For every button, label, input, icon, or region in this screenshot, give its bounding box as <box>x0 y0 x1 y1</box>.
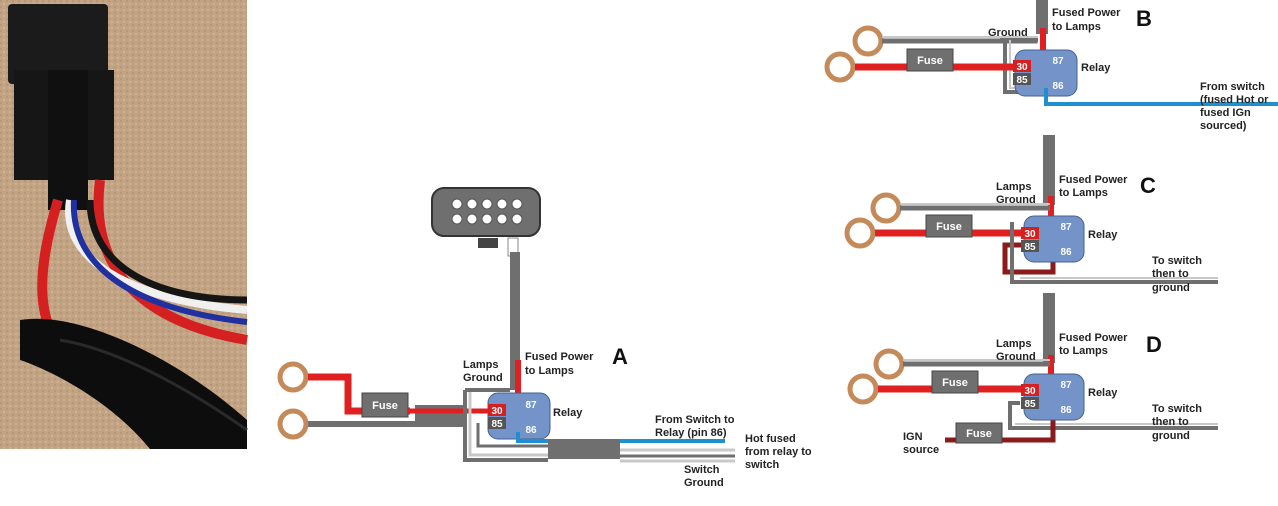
pin-86-a: 86 <box>525 425 537 436</box>
fuse-d-ign <box>955 422 1003 444</box>
fuse <box>361 392 409 418</box>
ring-terminal-b-lower <box>824 51 856 83</box>
lamps-ground-label-a-1: Lamps <box>463 359 498 371</box>
pin-30-b: 30 <box>1016 62 1028 73</box>
connector-pins <box>451 198 523 225</box>
fuse-c <box>925 214 973 238</box>
label-a: A <box>612 344 628 369</box>
relay-harness-photo <box>0 0 248 449</box>
hot-fused-label-2: from relay to <box>745 446 812 458</box>
lamps-ground-label-c-1: Lamps <box>996 181 1031 193</box>
from-switch-label-b-2: (fused Hot or <box>1200 94 1269 106</box>
ring-terminal-b-upper <box>852 25 884 57</box>
fused-power-label-b-1: Fused Power <box>1052 7 1121 19</box>
relay-label-d: Relay <box>1088 387 1118 399</box>
relay-label-c: Relay <box>1088 229 1118 241</box>
to-switch-label-c-3: ground <box>1152 282 1190 294</box>
pin-30-a: 30 <box>491 406 503 417</box>
from-switch-label-b-3: fused IGn <box>1200 107 1251 119</box>
fuse-label-c: Fuse <box>936 221 962 233</box>
fused-power-label-a-1: Fused Power <box>525 351 594 363</box>
label-c: C <box>1140 173 1156 198</box>
ring-terminal-d-upper <box>873 348 905 380</box>
to-switch-label-c-2: then to <box>1152 268 1189 280</box>
ring-terminal-d-lower <box>847 373 879 405</box>
relay-label-b: Relay <box>1081 62 1111 74</box>
to-switch-label-c-1: To switch <box>1152 255 1202 267</box>
pin-87-c: 87 <box>1060 222 1072 233</box>
pin-30-d: 30 <box>1024 386 1036 397</box>
pin-87-a: 87 <box>525 400 537 411</box>
to-switch-label-d-3: ground <box>1152 430 1190 442</box>
fuse-b <box>906 48 954 72</box>
ring-terminal-lower <box>277 408 309 440</box>
pin-85-a: 85 <box>491 419 503 430</box>
ign-label-2: source <box>903 444 939 456</box>
pin-85-d: 85 <box>1024 399 1036 410</box>
lamps-ground-label-d-1: Lamps <box>996 338 1031 350</box>
fused-power-label-a-2: to Lamps <box>525 365 574 377</box>
hot-fused-label-3: switch <box>745 459 780 471</box>
label-d: D <box>1146 332 1162 357</box>
diagram-a: Fuse 30 85 87 86 A Relay Lamps Ground Fu… <box>277 187 812 489</box>
pin-86-d: 86 <box>1060 405 1072 416</box>
ring-terminal-c-upper <box>870 192 902 224</box>
fused-power-label-d-2: to Lamps <box>1059 345 1108 357</box>
diagram-c: Fuse 30 85 87 86 C Fused Power to Lamps … <box>844 135 1218 294</box>
from-switch-label-b-4: sourced) <box>1200 120 1247 132</box>
from-switch-label-b-1: From switch <box>1200 81 1265 93</box>
from-switch-label-a-2: Relay (pin 86) <box>655 427 727 439</box>
ground-label-b: Ground <box>988 27 1028 39</box>
diagram-d: Fuse Fuse 30 85 87 86 D Fused Power to L… <box>847 293 1218 456</box>
fuse-label: Fuse <box>372 400 398 412</box>
lamps-ground-label-d-2: Ground <box>996 351 1036 363</box>
fused-power-label-d-1: Fused Power <box>1059 332 1128 344</box>
hot-fused-label-1: Hot fused <box>745 433 796 445</box>
pin-86-b: 86 <box>1052 81 1064 92</box>
switch-ground-label-1: Switch <box>684 464 720 476</box>
fuse-label-d: Fuse <box>942 377 968 389</box>
ring-terminal-upper <box>277 361 309 393</box>
ign-label-1: IGN <box>903 431 923 443</box>
pin-87-b: 87 <box>1052 56 1064 67</box>
fused-power-label-c-2: to Lamps <box>1059 187 1108 199</box>
switch-ground-label-2: Ground <box>684 477 724 489</box>
lamps-ground-label-c-2: Ground <box>996 194 1036 206</box>
from-switch-label-a-1: From Switch to <box>655 414 735 426</box>
lamp-connector <box>431 187 541 237</box>
lamps-ground-label-a-2: Ground <box>463 372 503 384</box>
pin-87-d: 87 <box>1060 380 1072 391</box>
ring-terminal-c-lower <box>844 217 876 249</box>
pin-86-c: 86 <box>1060 247 1072 258</box>
label-b: B <box>1136 6 1152 31</box>
fused-power-label-b-2: to Lamps <box>1052 21 1101 33</box>
fuse-label-b: Fuse <box>917 55 943 67</box>
diagram-b: Fuse 30 85 87 86 B Fused Power to Lamps … <box>824 0 1278 132</box>
pin-85-b: 85 <box>1016 75 1028 86</box>
to-switch-label-d-1: To switch <box>1152 403 1202 415</box>
relay-label-a: Relay <box>553 407 583 419</box>
pin-30-c: 30 <box>1024 229 1036 240</box>
fused-power-label-c-1: Fused Power <box>1059 174 1128 186</box>
pin-85-c: 85 <box>1024 242 1036 253</box>
to-switch-label-d-2: then to <box>1152 416 1189 428</box>
fuse2-label-d: Fuse <box>966 428 992 440</box>
fuse-d <box>931 370 979 394</box>
